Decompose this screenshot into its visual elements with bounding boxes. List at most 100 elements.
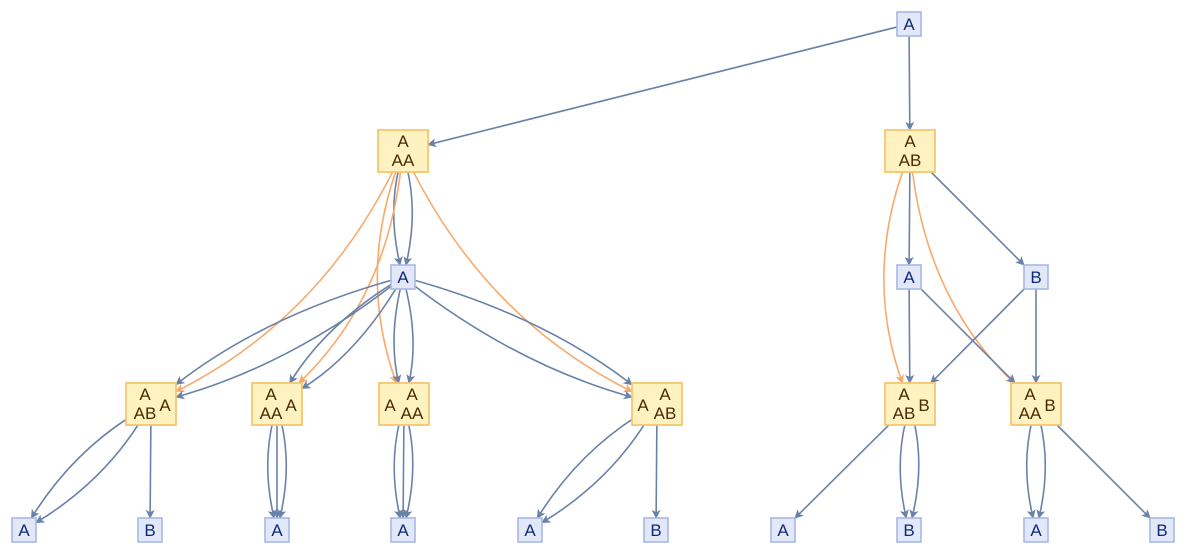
causal-edge <box>794 418 896 519</box>
token-node[interactable]: A <box>390 264 416 290</box>
state-label-line-2: AB <box>893 404 916 423</box>
causal-edge <box>541 420 648 524</box>
state-side-label: B <box>918 396 929 415</box>
token-node-box <box>1023 264 1049 290</box>
token-node-box <box>137 517 163 543</box>
branch-edge <box>410 167 633 393</box>
branch-edge <box>883 167 905 384</box>
token-node[interactable]: B <box>896 517 922 543</box>
state-node[interactable]: AAB <box>884 129 936 173</box>
state-label-line-2: AA <box>401 404 424 423</box>
state-side-label: A <box>285 396 297 415</box>
causal-edge <box>403 420 414 519</box>
causal-edge <box>392 286 402 384</box>
state-side-label: A <box>637 396 649 415</box>
state-node-box <box>377 129 429 173</box>
token-label: A <box>397 268 409 287</box>
token-node[interactable]: B <box>1023 264 1049 290</box>
token-node-box <box>1023 517 1049 543</box>
state-node-box <box>378 382 430 426</box>
token-node-box <box>517 517 543 543</box>
causal-edge <box>403 167 414 266</box>
causal-edge <box>277 420 288 519</box>
state-node-box <box>631 382 683 426</box>
state-label-line-2: AA <box>392 151 415 170</box>
state-label-line-2: AB <box>899 151 922 170</box>
state-label-line-2: AA <box>260 404 283 423</box>
causal-edge <box>175 281 397 400</box>
causal-edge <box>905 33 915 131</box>
token-node-box <box>896 517 922 543</box>
token-node[interactable]: B <box>643 517 669 543</box>
state-label-line-1: A <box>1024 385 1036 404</box>
causal-edge <box>409 281 633 400</box>
causal-edge <box>398 420 408 519</box>
causal-edge <box>1025 420 1036 519</box>
causal-edge <box>404 286 416 384</box>
token-label: B <box>1156 521 1167 540</box>
token-node[interactable]: B <box>137 517 163 543</box>
causal-edge <box>301 286 398 390</box>
causal-edge <box>915 283 1016 384</box>
state-side-label: A <box>384 396 396 415</box>
token-node-box <box>390 517 416 543</box>
token-label: B <box>903 521 914 540</box>
state-label-line-2: AA <box>1019 404 1042 423</box>
token-label: A <box>903 268 915 287</box>
token-label: B <box>144 521 155 540</box>
token-node[interactable]: A <box>896 264 922 290</box>
token-node-box <box>770 517 796 543</box>
token-node[interactable]: A <box>896 11 922 37</box>
causal-edge <box>427 25 902 148</box>
token-node-box <box>11 517 37 543</box>
token-node-box <box>896 11 922 37</box>
token-node[interactable]: A <box>390 517 416 543</box>
causal-edge <box>266 420 277 519</box>
causal-edge <box>909 420 920 519</box>
causal-edge <box>905 286 915 384</box>
causal-edge <box>536 412 643 519</box>
state-side-label: B <box>1044 396 1055 415</box>
causal-edge <box>175 278 397 386</box>
token-node[interactable]: B <box>1149 517 1175 543</box>
causal-edge <box>289 280 397 384</box>
state-node-box <box>884 382 936 426</box>
token-label: B <box>650 521 661 540</box>
state-node[interactable]: AAA <box>377 129 429 173</box>
causal-edge <box>145 420 155 519</box>
token-label: A <box>18 521 30 540</box>
branch-edge <box>175 167 396 393</box>
causal-edge <box>35 420 142 524</box>
branch-edge <box>376 167 398 384</box>
token-node[interactable]: A <box>770 517 796 543</box>
token-node-box <box>264 517 290 543</box>
state-node-box <box>125 382 177 426</box>
token-node[interactable]: A <box>11 517 37 543</box>
causal-edge <box>1036 420 1047 519</box>
token-label: A <box>903 15 915 34</box>
state-label-line-1: A <box>139 385 151 404</box>
state-node-box <box>1010 382 1062 426</box>
token-node[interactable]: A <box>264 517 290 543</box>
token-node[interactable]: A <box>517 517 543 543</box>
state-label-line-1: A <box>904 132 916 151</box>
token-node[interactable]: A <box>1023 517 1049 543</box>
state-label-line-2: AB <box>134 404 157 423</box>
token-label: A <box>1030 521 1042 540</box>
state-label-line-1: A <box>659 385 671 404</box>
causal-edge <box>30 412 137 519</box>
state-node-box <box>251 382 303 426</box>
state-node-box <box>884 129 936 173</box>
state-label-line-1: A <box>397 132 409 151</box>
causal-edge <box>930 283 1030 384</box>
token-label: A <box>777 521 789 540</box>
causal-edge <box>899 420 909 519</box>
